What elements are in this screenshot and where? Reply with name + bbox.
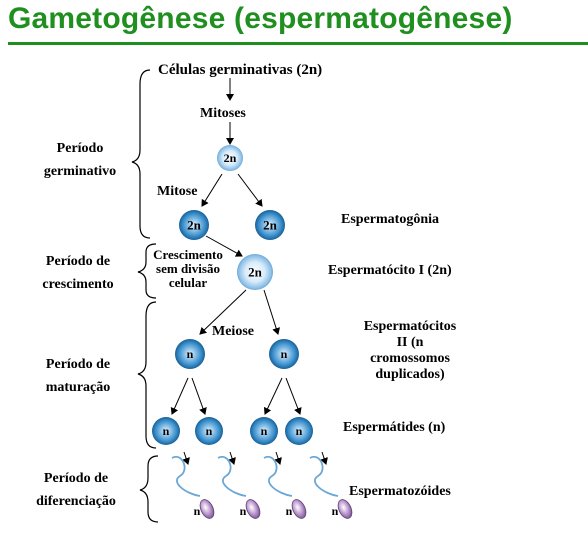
cell-label: n bbox=[281, 347, 288, 361]
cell-espermatogonia-right: 2n bbox=[255, 210, 285, 240]
cell-espermatogonia-left: 2n bbox=[179, 210, 209, 240]
cell-espermatide-3: n bbox=[250, 417, 278, 445]
stage-espermatides: Espermátides (n) bbox=[343, 420, 446, 435]
stage-espermatocito-i: Espermatócito I (2n) bbox=[328, 263, 452, 278]
period-line-1: Período de bbox=[43, 471, 109, 486]
stage-line-4: duplicados) bbox=[375, 367, 445, 382]
cell-label: 2n bbox=[187, 218, 202, 233]
cell-label: 2n bbox=[263, 218, 278, 233]
period-diferenciacao: Período de diferenciação bbox=[14, 470, 138, 510]
brace-maturacao bbox=[137, 301, 157, 449]
period-line-2: diferenciação bbox=[36, 494, 116, 509]
arrow-meiose-right bbox=[263, 289, 280, 335]
period-maturacao: Período de maturação bbox=[22, 356, 134, 396]
cell-label: 2n bbox=[248, 265, 263, 280]
cell-label: n bbox=[296, 424, 303, 438]
stage-line-2: II (n bbox=[396, 335, 424, 350]
mitoses-label: Mitoses bbox=[200, 106, 246, 121]
growth-line-1: Crescimento bbox=[153, 247, 223, 262]
cell-label: n bbox=[240, 504, 247, 518]
period-line-1: Período de bbox=[45, 357, 111, 372]
growth-line-3: celular bbox=[168, 275, 208, 290]
period-line-1: Período de bbox=[45, 254, 111, 269]
title-underline bbox=[8, 42, 588, 45]
spermatozoon-2: n bbox=[217, 451, 261, 519]
arrow-growth bbox=[205, 235, 243, 257]
stage-espermatozoides: Espermatozóides bbox=[349, 484, 451, 499]
period-crescimento: Período de crescimento bbox=[22, 253, 134, 293]
arrow-meiose2-a bbox=[170, 377, 189, 415]
arrow-meiose2-b bbox=[191, 377, 207, 415]
cell-espermatocito-ii-right: n bbox=[269, 339, 299, 369]
arrow-mitose-left bbox=[201, 173, 223, 207]
cell-label: n bbox=[261, 424, 268, 438]
cell-espermatide-2: n bbox=[195, 417, 223, 445]
cell-label: n bbox=[332, 504, 339, 518]
brace-germinativo bbox=[131, 69, 151, 239]
brace-diferenciacao bbox=[139, 455, 159, 523]
period-line-1: Período bbox=[56, 141, 104, 156]
cell-label: n bbox=[187, 347, 194, 361]
cell-label: n bbox=[286, 504, 293, 518]
period-germinativo: Período germinativo bbox=[26, 140, 134, 180]
arrow-meiose-left bbox=[199, 289, 247, 335]
top-label: Células germinativas (2n) bbox=[158, 62, 323, 78]
cell-espermatide-4: n bbox=[285, 417, 313, 445]
stage-espermatocitos-ii: Espermatócitos II (n cromossomos duplica… bbox=[350, 319, 470, 383]
cell-label: n bbox=[206, 424, 213, 438]
growth-note: Crescimento sem divisão celular bbox=[143, 248, 233, 290]
arrow-mitose-right bbox=[237, 173, 263, 207]
arrow-meiose2-c bbox=[263, 377, 283, 415]
meiose-label: Meiose bbox=[212, 324, 254, 339]
arrow-meiose2-d bbox=[285, 377, 302, 415]
cell-germinativa: 2n bbox=[217, 145, 243, 171]
period-line-2: germinativo bbox=[43, 164, 117, 179]
cell-espermatocito-i: 2n bbox=[237, 254, 273, 290]
cell-label: n bbox=[163, 424, 170, 438]
brace-crescimento bbox=[137, 243, 157, 299]
cell-espermatocito-ii-left: n bbox=[175, 339, 205, 369]
period-line-2: crescimento bbox=[42, 277, 114, 292]
stage-espermatogonia: Espermatogônia bbox=[341, 212, 439, 227]
cell-espermatide-1: n bbox=[152, 417, 180, 445]
spermatozoon-3: n bbox=[263, 451, 307, 519]
stage-line-1: Espermatócitos bbox=[363, 319, 457, 334]
spermatozoon-1: n bbox=[171, 451, 215, 519]
cell-label: 2n bbox=[224, 151, 237, 165]
growth-line-2: sem divisão bbox=[156, 261, 220, 276]
page-title: Gametogênese (espermatogênese) bbox=[8, 2, 513, 35]
stage-line-3: cromossomos bbox=[370, 351, 450, 366]
mitose-label: Mitose bbox=[157, 184, 198, 199]
spermatozoon-4: n bbox=[309, 451, 353, 519]
period-line-2: maturação bbox=[45, 380, 111, 395]
cell-label: n bbox=[194, 504, 201, 518]
